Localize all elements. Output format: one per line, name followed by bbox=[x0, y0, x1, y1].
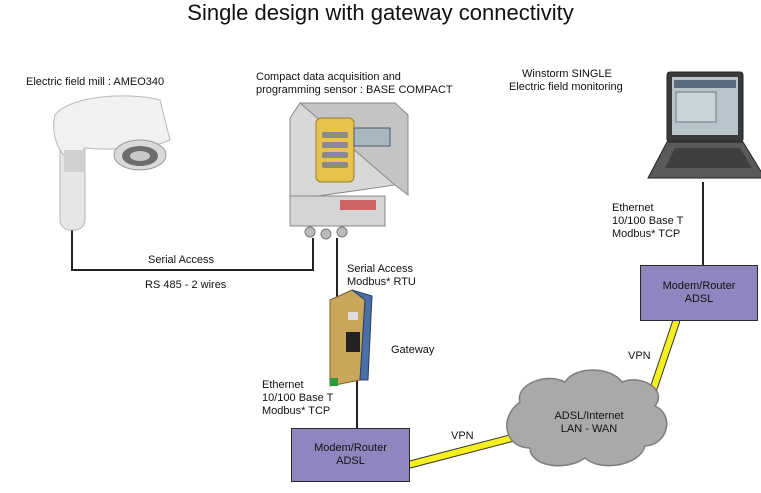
cloud-label-2: LAN - WAN bbox=[560, 423, 618, 435]
base-compact-image bbox=[289, 102, 409, 240]
rs485-label: RS 485 - 2 wires bbox=[145, 279, 227, 291]
gateway-serial-label-2: Modbus* RTU bbox=[347, 276, 416, 288]
gateway-image bbox=[329, 289, 373, 387]
ethernet-left-label-3: Modbus* TCP bbox=[262, 405, 331, 417]
modem-router-left: Modem/Router ADSL bbox=[291, 428, 410, 482]
ethernet-right-label-2: 10/100 Base T bbox=[612, 215, 684, 227]
serial-access-label: Serial Access bbox=[148, 254, 215, 266]
laptop-image bbox=[647, 71, 761, 179]
serial-cable bbox=[71, 222, 314, 271]
gateway-label: Gateway bbox=[391, 344, 435, 356]
winstorm-label-1: Winstorm SINGLE bbox=[522, 68, 612, 80]
modem-left-line1: Modem/Router bbox=[314, 442, 387, 454]
data-acq-label-2: programming sensor : BASE COMPACT bbox=[256, 84, 453, 96]
modem-right-line1: Modem/Router bbox=[662, 280, 736, 292]
cloud-label-1: ADSL/Internet bbox=[554, 410, 624, 422]
vpn-link-left-fill bbox=[405, 435, 515, 468]
field-mill-image bbox=[53, 95, 171, 231]
modem-left-line2: ADSL bbox=[336, 455, 365, 467]
page-title: Single design with gateway connectivity bbox=[187, 0, 574, 25]
vpn-left-label: VPN bbox=[451, 430, 474, 442]
field-mill-label: Electric field mill : AMEO340 bbox=[26, 76, 165, 88]
gateway-serial-label-1: Serial Access bbox=[347, 263, 414, 275]
ethernet-right-label-1: Ethernet bbox=[612, 202, 654, 214]
data-acq-label-1: Compact data acquisition and bbox=[256, 71, 401, 83]
internet-cloud bbox=[506, 369, 668, 467]
ethernet-left-label-1: Ethernet bbox=[262, 379, 304, 391]
ethernet-right-label-3: Modbus* TCP bbox=[612, 228, 681, 240]
ethernet-left-label-2: 10/100 Base T bbox=[262, 392, 334, 404]
vpn-right-label: VPN bbox=[628, 350, 651, 362]
winstorm-label-2: Electric field monitoring bbox=[509, 81, 623, 93]
modem-router-right: Modem/Router ADSL bbox=[640, 265, 758, 321]
modem-right-line2: ADSL bbox=[684, 293, 714, 305]
